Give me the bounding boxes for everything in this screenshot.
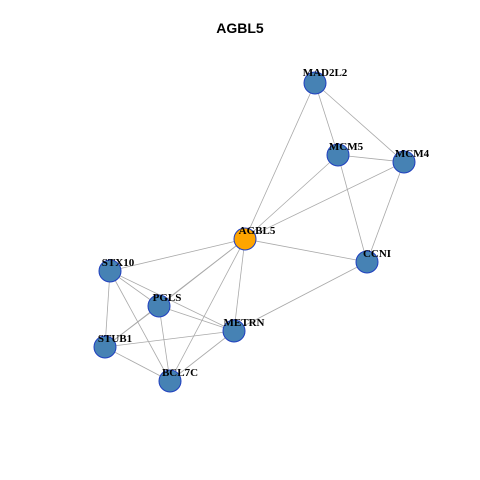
- edge-ccni-metrn: [233, 261, 368, 332]
- node-label-stx10: STX10: [102, 257, 135, 269]
- edge-mad2l2-mcm4: [314, 82, 405, 163]
- node-ccni[interactable]: [355, 250, 379, 274]
- node-mad2l2[interactable]: [303, 71, 327, 95]
- edge-pgls-metrn: [158, 305, 235, 332]
- node-metrn[interactable]: [222, 319, 246, 343]
- edge-stub1-bcl7c: [104, 346, 171, 382]
- node-label-stub1: STUB1: [98, 333, 132, 345]
- node-label-ccni: CCNI: [363, 248, 391, 260]
- nodes-layer: [93, 71, 416, 393]
- node-label-bcl7c: BCL7C: [162, 367, 198, 379]
- node-label-pgls: PGLS: [153, 292, 182, 304]
- node-stx10[interactable]: [98, 259, 122, 283]
- edge-stx10-metrn: [109, 270, 235, 332]
- node-stub1[interactable]: [93, 335, 117, 359]
- edge-mad2l2-mcm5: [314, 82, 339, 156]
- node-bcl7c[interactable]: [158, 369, 182, 393]
- node-label-agbl5: AGBL5: [239, 225, 276, 237]
- edge-mcm4-ccni: [366, 161, 405, 263]
- node-mcm5[interactable]: [326, 143, 350, 167]
- node-agbl5[interactable]: [233, 227, 257, 251]
- edge-agbl5-ccni: [244, 238, 368, 263]
- node-mcm4[interactable]: [392, 150, 416, 174]
- node-label-metrn: METRN: [224, 317, 265, 329]
- edge-bcl7c-metrn: [169, 330, 235, 382]
- edge-agbl5-mcm4: [244, 161, 405, 240]
- node-pgls[interactable]: [147, 294, 171, 318]
- edge-agbl5-mcm5: [244, 154, 339, 240]
- node-label-mad2l2: MAD2L2: [303, 67, 348, 79]
- graph-title: AGBL5: [216, 20, 264, 36]
- edge-stub1-metrn: [104, 330, 235, 348]
- edge-agbl5-stx10: [109, 238, 246, 272]
- edge-stx10-stub1: [104, 270, 111, 348]
- edge-agbl5-mad2l2: [244, 82, 316, 240]
- edge-pgls-bcl7c: [158, 305, 171, 382]
- edge-stx10-bcl7c: [109, 270, 171, 382]
- node-label-mcm4: MCM4: [395, 148, 430, 160]
- edge-agbl5-metrn: [233, 238, 246, 332]
- edge-mcm5-ccni: [337, 154, 368, 263]
- node-label-mcm5: MCM5: [329, 141, 364, 153]
- edge-agbl5-bcl7c: [169, 238, 246, 382]
